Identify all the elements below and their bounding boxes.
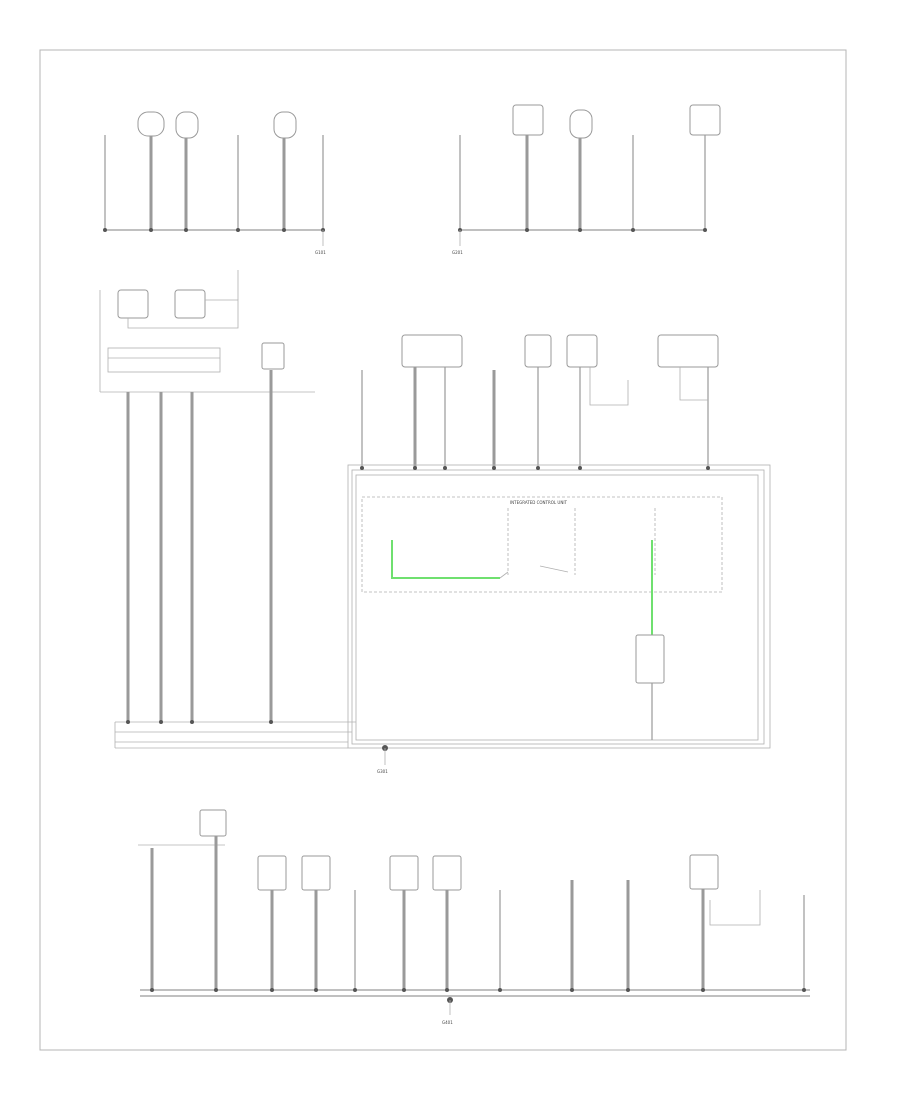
top-right-group: G201 [452,104,721,255]
ground-label-g301: G301 [377,769,388,774]
ground-label-g101: G101 [315,250,326,255]
component-box [117,289,149,319]
top-left-components [137,111,297,139]
component-box [635,634,665,684]
top-left-drops [104,135,324,230]
component-box [301,855,331,891]
component-box [175,111,199,139]
component-box [137,111,165,137]
component-box [657,334,719,368]
module-box-label: INTEGRATED CONTROL UNIT [510,500,568,505]
bottom-group: G401 [138,809,810,1025]
outer-frame [39,49,847,1051]
right-middle-upper [361,334,719,468]
main-bus: G301 [114,464,771,774]
ground-label-g201: G201 [452,250,463,255]
ground-label-g401: G401 [442,1020,453,1025]
left-middle-block [99,270,315,722]
component-box [569,109,593,139]
top-left-group: G101 [103,111,326,255]
module-box [361,496,723,593]
component-box [566,334,598,368]
component-box [512,104,544,136]
component-box [199,809,227,837]
component-box [401,334,463,368]
component-box [524,334,552,368]
green-trace-left [391,540,500,579]
component-box [257,855,287,891]
component-box [689,104,721,136]
component-box [689,854,719,890]
component-box [174,289,206,319]
module-box-group: INTEGRATED CONTROL UNIT [361,496,723,740]
component-box [389,855,419,891]
component-box [273,111,297,139]
component-box [261,342,285,370]
component-box [432,855,462,891]
